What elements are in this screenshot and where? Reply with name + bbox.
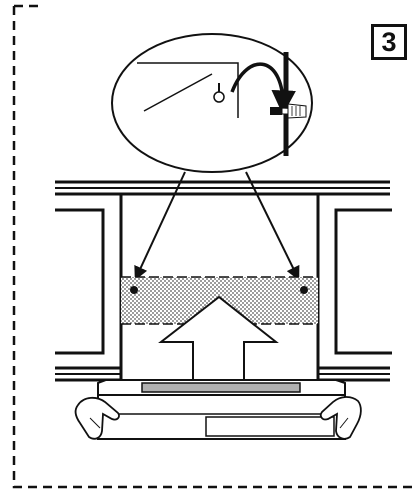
detail-callout bbox=[111, 33, 313, 173]
keyhole-slot-icon bbox=[213, 83, 225, 103]
detail-rail-top bbox=[137, 62, 239, 118]
detail-rail-line bbox=[143, 73, 213, 112]
hand-icon-right bbox=[319, 396, 362, 440]
appliance-top-bar bbox=[141, 382, 301, 393]
wall-plug-icon bbox=[287, 103, 307, 119]
cabinet-top-rails bbox=[55, 180, 390, 196]
screw-hole-left bbox=[130, 286, 138, 294]
pointer-arrow-left bbox=[134, 171, 186, 281]
dashed-frame bbox=[12, 6, 412, 489]
hand-icon-left bbox=[74, 396, 120, 440]
mounting-arrow bbox=[230, 62, 296, 115]
left-cabinet-door bbox=[55, 208, 105, 355]
appliance-unit bbox=[97, 379, 346, 440]
appliance-panel bbox=[205, 416, 335, 437]
pointer-arrow-right bbox=[245, 171, 300, 281]
step-number-badge: 3 bbox=[371, 24, 407, 60]
screw-hole-right bbox=[300, 286, 308, 294]
right-cabinet-door bbox=[334, 208, 392, 355]
